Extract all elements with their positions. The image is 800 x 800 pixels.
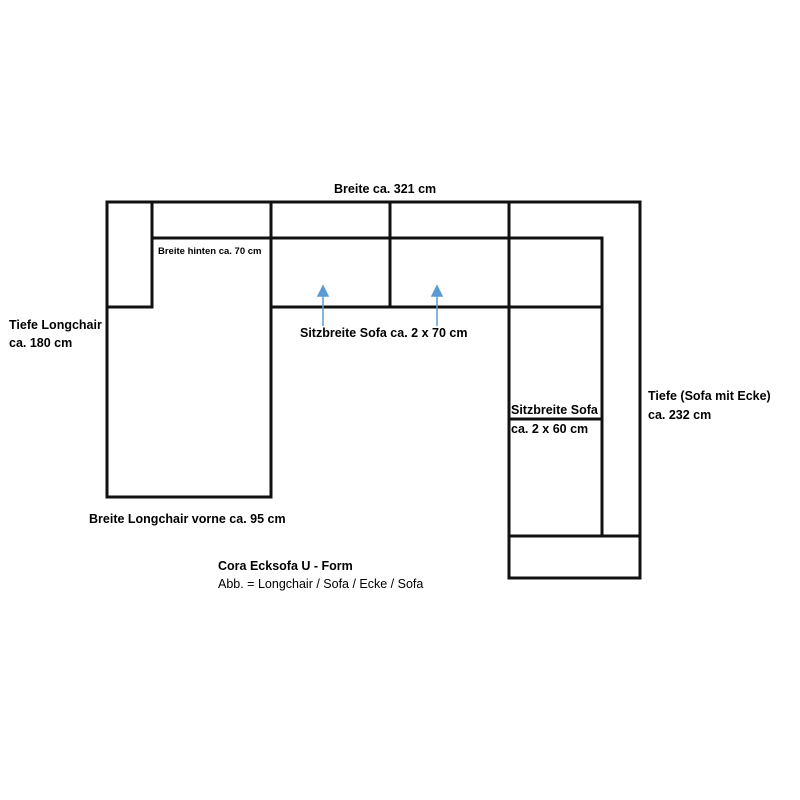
product-subtitle: Abb. = Longchair / Sofa / Ecke / Sofa <box>218 577 424 591</box>
label-longchair-front-width: Breite Longchair vorne ca. 95 cm <box>89 512 286 526</box>
label-longchair-depth-1: Tiefe Longchair <box>9 318 102 332</box>
sofa2-armrest <box>507 534 642 580</box>
longchair-seat <box>105 236 273 499</box>
sofa1-seat-left <box>269 236 392 309</box>
longchair-armrest <box>105 200 154 309</box>
label-sofa-seat-width-right-1: Sitzbreite Sofa <box>511 403 598 417</box>
label-back-width: Breite hinten ca. 70 cm <box>158 246 262 257</box>
longchair-backrest <box>150 200 273 240</box>
sofa1-backrest-right <box>388 200 511 240</box>
arrow-up-icon <box>430 284 444 297</box>
sofa1-backrest-left <box>269 200 392 240</box>
label-sofa-seat-width-top: Sitzbreite Sofa ca. 2 x 70 cm <box>300 326 468 340</box>
corner-seat <box>507 236 604 309</box>
label-longchair-depth-2: ca. 180 cm <box>9 336 73 350</box>
label-sofa-seat-width-right-2: ca. 2 x 60 cm <box>511 422 589 436</box>
product-title: Cora Ecksofa U - Form <box>218 559 353 573</box>
arrow-up-icon <box>316 284 330 297</box>
label-total-width: Breite ca. 321 cm <box>334 182 437 196</box>
label-depth-sofa-corner-1: Tiefe (Sofa mit Ecke) <box>648 389 771 403</box>
sofa1-seat-right <box>388 236 511 309</box>
label-depth-sofa-corner-2: ca. 232 cm <box>648 408 712 422</box>
corner-backrest <box>507 200 642 538</box>
